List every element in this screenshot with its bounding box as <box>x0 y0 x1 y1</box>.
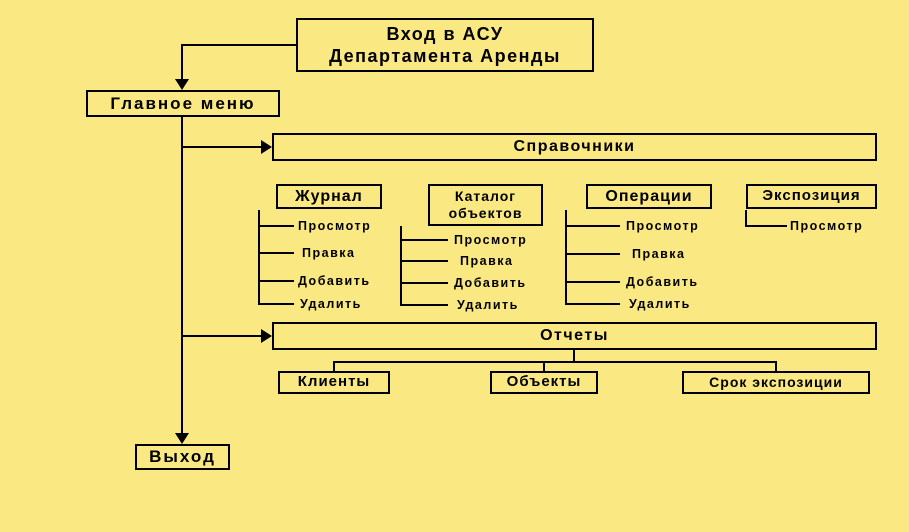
node-main-menu: Главное меню <box>86 90 280 117</box>
node-directories: Справочники <box>272 133 877 161</box>
node-exposition-period: Срок экспозиции <box>682 371 870 394</box>
node-catalog: Каталог объектов <box>428 184 543 226</box>
catalog-rail <box>400 226 402 306</box>
exposition-rail <box>745 210 747 227</box>
catalog-tick <box>400 239 448 241</box>
stub-exposition-period <box>775 361 777 372</box>
operations-tick <box>565 303 620 305</box>
operations-tick <box>565 225 620 227</box>
menu-item-catalog-view: Просмотр <box>454 233 528 247</box>
reports-center-stub <box>573 350 575 362</box>
journal-rail <box>258 210 260 305</box>
node-journal: Журнал <box>276 184 382 209</box>
stub-objects <box>543 361 545 372</box>
connector-to-reports <box>182 335 262 337</box>
menu-item-journal-edit: Правка <box>302 246 356 260</box>
connector-main-menu-to-exit <box>181 117 183 435</box>
reports-horizontal <box>333 361 777 363</box>
operations-rail <box>565 210 567 305</box>
stub-clients <box>333 361 335 372</box>
menu-item-operations-view: Просмотр <box>626 219 700 233</box>
menu-item-operations-delete: Удалить <box>629 297 691 311</box>
menu-item-catalog-delete: Удалить <box>457 298 519 312</box>
menu-item-operations-edit: Правка <box>632 247 686 261</box>
menu-item-catalog-edit: Правка <box>460 254 514 268</box>
journal-tick <box>258 303 294 305</box>
catalog-tick <box>400 260 448 262</box>
journal-tick <box>258 225 294 227</box>
connector-to-directories <box>182 146 262 148</box>
arrow-into-main-menu-icon <box>175 79 189 90</box>
journal-tick <box>258 280 294 282</box>
arrow-into-directories-icon <box>261 140 272 154</box>
node-clients: Клиенты <box>278 371 390 394</box>
menu-item-operations-add: Добавить <box>626 275 699 289</box>
catalog-tick <box>400 282 448 284</box>
arrow-into-reports-icon <box>261 329 272 343</box>
operations-tick <box>565 253 620 255</box>
node-entry: Вход в АСУ Департамента Аренды <box>296 18 594 72</box>
menu-item-journal-view: Просмотр <box>298 219 372 233</box>
exposition-tick <box>745 225 787 227</box>
journal-tick <box>258 252 294 254</box>
connector-entry-to-main-menu <box>181 44 183 81</box>
menu-item-exposition-view: Просмотр <box>790 219 864 233</box>
arrow-into-exit-icon <box>175 433 189 444</box>
node-reports: Отчеты <box>272 322 877 350</box>
operations-tick <box>565 281 620 283</box>
menu-item-journal-add: Добавить <box>298 274 371 288</box>
node-objects: Объекты <box>490 371 598 394</box>
menu-item-catalog-add: Добавить <box>454 276 527 290</box>
menu-item-journal-delete: Удалить <box>300 297 362 311</box>
node-exit: Выход <box>135 444 230 470</box>
catalog-tick <box>400 304 448 306</box>
connector-entry-horizontal <box>182 44 296 46</box>
node-operations: Операции <box>586 184 712 209</box>
node-exposition: Экспозиция <box>746 184 877 209</box>
